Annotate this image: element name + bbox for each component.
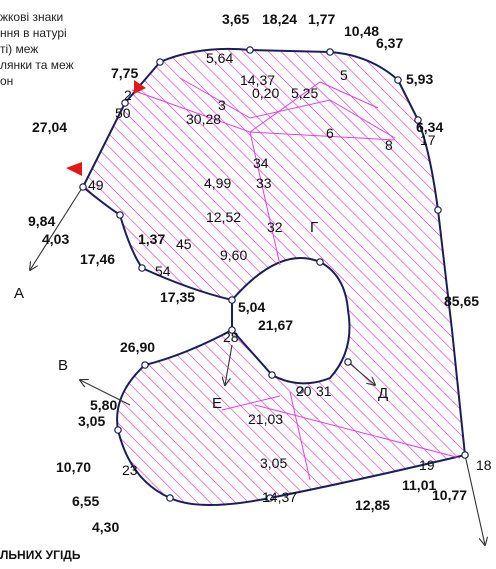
- point-number: 49: [88, 177, 104, 193]
- measurement-label: 10,70: [56, 459, 91, 475]
- direction-label-d: Д: [378, 385, 388, 402]
- measurement-label: 0,20: [252, 85, 279, 101]
- measurement-label: 5,80: [90, 397, 117, 413]
- measurement-label: 85,65: [444, 293, 479, 309]
- point-number: 28: [223, 329, 239, 345]
- point-number: 2: [124, 87, 132, 103]
- measurement-label: 10,77: [432, 487, 467, 503]
- measurement-label: 6,37: [376, 35, 403, 51]
- measurement-label: 5,04: [238, 299, 265, 315]
- boundary-markers: [66, 80, 146, 176]
- parcel-area: [82, 47, 466, 506]
- measurement-label: 9,84: [28, 213, 55, 229]
- measurement-label: 6,55: [72, 493, 99, 509]
- footer-caption: ЛЬНИХ УГІДЬ: [0, 548, 81, 562]
- point-number: 8: [385, 137, 393, 153]
- point-number: 19: [419, 457, 435, 473]
- measurement-label: 14,37: [240, 72, 275, 88]
- point-number: 18: [476, 457, 492, 473]
- legend-line-1: жкові знаки: [0, 10, 64, 24]
- direction-label-a: А: [14, 285, 24, 302]
- measurement-label: 17,35: [160, 289, 195, 305]
- point-number: 54: [155, 263, 171, 279]
- vertex-points: [79, 46, 469, 502]
- measurement-label: 1,37: [138, 231, 165, 247]
- measurement-label: 14,37: [262, 489, 297, 505]
- point-number: 23: [122, 462, 138, 478]
- measurement-label: 9,60: [220, 247, 247, 263]
- measurement-label: 4,99: [204, 175, 231, 191]
- measurement-label: 1,77: [308, 11, 335, 27]
- measurement-label: 3,05: [260, 455, 287, 471]
- measurement-label: 12,52: [206, 209, 241, 225]
- point-number: 31: [316, 383, 332, 399]
- measurement-label: 6,34: [416, 119, 443, 135]
- measurement-label: 12,85: [355, 497, 390, 513]
- point-number: 6: [326, 125, 334, 141]
- legend-line-2: ння в натурі: [0, 26, 67, 40]
- point-number: 33: [256, 175, 272, 191]
- legend-line-3: ті) меж: [0, 42, 39, 56]
- measurement-label: 5,25: [291, 85, 318, 101]
- measurement-label: 4,30: [92, 519, 119, 535]
- measurement-label: 11,01: [402, 477, 436, 493]
- measurement-label: 3,05: [78, 413, 105, 429]
- direction-label-g: Г: [310, 219, 318, 236]
- point-number: 50: [115, 105, 131, 121]
- point-number: 20: [296, 383, 312, 399]
- legend-line-4: лянки та меж: [0, 58, 74, 72]
- point-number: 3: [218, 97, 226, 113]
- measurement-label: 3,65: [222, 11, 249, 27]
- direction-label-e: Е: [212, 395, 222, 412]
- point-number: 45: [176, 236, 192, 252]
- measurement-label: 30,28: [186, 111, 221, 127]
- measurement-label: 18,24: [262, 11, 297, 27]
- point-number: 17: [420, 132, 436, 148]
- direction-label-b: В: [58, 357, 68, 374]
- inner-boundaries: [131, 77, 461, 481]
- point-number: 34: [253, 155, 269, 171]
- point-number: 32: [267, 219, 283, 235]
- measurement-label: 27,04: [32, 119, 67, 135]
- measurement-label: 5,93: [406, 71, 433, 87]
- direction-arrows: [30, 187, 485, 545]
- measurement-label: 21,03: [248, 411, 283, 427]
- measurement-label: 26,90: [120, 339, 155, 355]
- measurement-label: 5,64: [206, 50, 233, 66]
- measurement-label: 17,46: [80, 251, 115, 267]
- legend-line-5: он: [0, 74, 14, 88]
- measurement-label: 10,48: [344, 23, 379, 39]
- point-number: 5: [340, 67, 348, 83]
- measurement-label: 21,67: [258, 317, 293, 333]
- measurement-label: 4,03: [42, 231, 69, 247]
- measurement-label: 7,75: [111, 65, 138, 81]
